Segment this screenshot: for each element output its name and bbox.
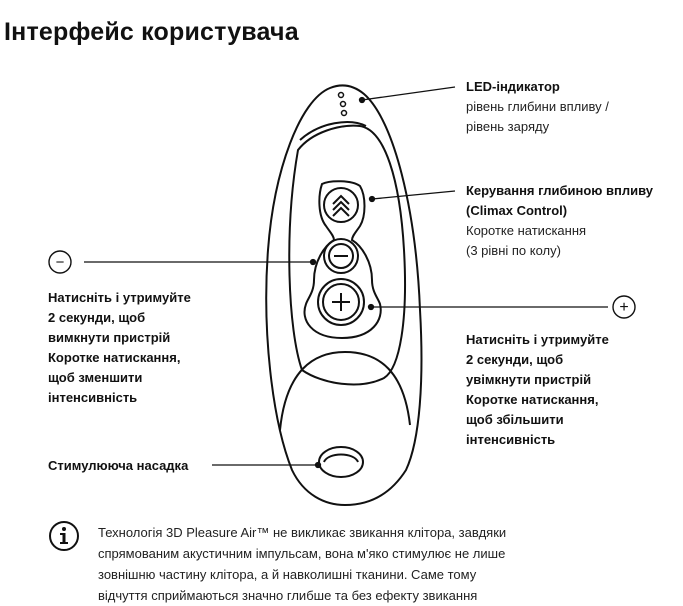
nozzle-label: Стимулююча насадка: [48, 458, 189, 473]
led-title: LED-індикатор: [466, 79, 560, 94]
plus-line: увімкнути пристрій: [466, 372, 592, 387]
device-inner-panel: [288, 124, 407, 386]
minus-symbol-text: −: [56, 254, 65, 271]
plus-line: 2 секунди, щоб: [466, 352, 564, 367]
led-label: LED-індикатор рівень глибини впливу / рі…: [466, 77, 609, 137]
climax-leader: [371, 190, 456, 200]
plus-line: Натисніть і утримуйте: [466, 332, 609, 347]
led-leader: [361, 86, 456, 101]
page-title: Інтерфейс користувача: [4, 18, 299, 46]
minus-line: Коротке натискання,: [48, 350, 181, 365]
info-line: зовнішню частину клітора, а й навколишні…: [98, 567, 477, 582]
plus-line: щоб збільшити: [466, 412, 564, 427]
plus-description: Натисніть і утримуйте 2 секунди, щоб уві…: [466, 330, 609, 450]
climax-title-1: Керування глибиною впливу: [466, 183, 653, 198]
plus-line: інтенсивність: [466, 432, 556, 447]
minus-line: Натисніть і утримуйте: [48, 290, 191, 305]
minus-line: вимкнути пристрій: [48, 330, 171, 345]
climax-label: Керування глибиною впливу (Climax Contro…: [466, 181, 653, 261]
minus-line: 2 секунди, щоб: [48, 310, 146, 325]
nozzle-dome: [279, 350, 411, 431]
minus-line: інтенсивність: [48, 390, 138, 405]
info-line: відчуття сприймаються значно глибше та б…: [98, 588, 478, 603]
led-desc-2: рівень заряду: [466, 119, 550, 134]
climax-title-2: (Climax Control): [466, 203, 568, 218]
climax-control-button: [323, 187, 359, 223]
led-dot-2: [339, 100, 347, 108]
plus-button: [317, 278, 365, 326]
led-dot-3: [340, 109, 348, 117]
info-icon: [49, 521, 79, 551]
plus-symbol-text: +: [619, 299, 628, 316]
device-top-curve: [299, 121, 367, 141]
info-text: Технологія 3D Pleasure Air™ не викликає …: [98, 522, 506, 606]
info-line: Технологія 3D Pleasure Air™ не викликає …: [98, 525, 507, 540]
plus-line: Коротке натискання,: [466, 392, 599, 407]
info-line: спрямованим акустичним імпульсам, вона м…: [98, 546, 506, 561]
device-outer-outline: [265, 84, 423, 507]
led-desc-1: рівень глибини впливу /: [466, 99, 609, 114]
minus-description: Натисніть і утримуйте 2 секунди, щоб вим…: [48, 288, 191, 408]
minus-symbol-icon: [48, 250, 72, 274]
climax-desc-1: Коротке натискання: [466, 223, 587, 238]
nozzle-opening: [318, 446, 364, 478]
plus-symbol-icon: [612, 295, 636, 319]
minus-button: [323, 238, 359, 274]
minus-line: щоб зменшити: [48, 370, 143, 385]
climax-desc-2: (3 рівні по колу): [466, 243, 561, 258]
led-dot-1: [337, 91, 345, 99]
